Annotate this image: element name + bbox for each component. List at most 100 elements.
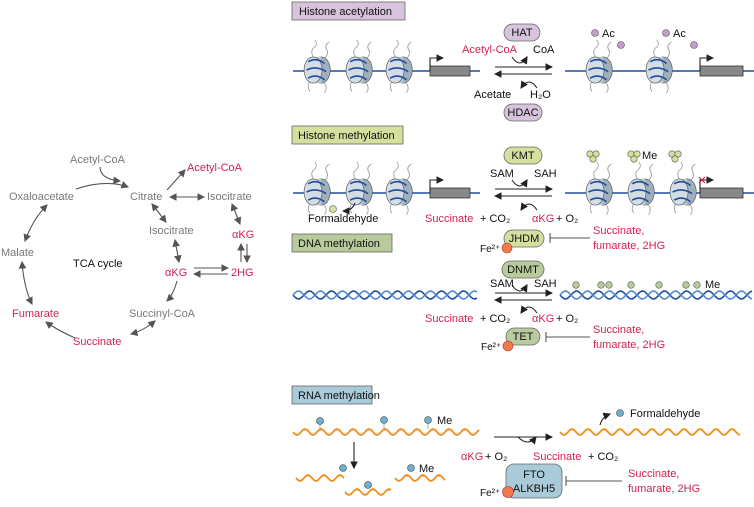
- tca-akg-cyto: αKG: [232, 229, 254, 241]
- tca-malate: Malate: [1, 247, 34, 259]
- methylated-dna-helix: [559, 290, 753, 300]
- formaldehyde-byproduct: Formaldehyde: [630, 408, 700, 420]
- fe2-cofactor: Fe²⁺: [480, 488, 500, 499]
- hdac-label: HDAC: [507, 107, 538, 119]
- histone-methylation-title: Histone methylation: [298, 130, 395, 142]
- rna-methylation-panel: RNA methylation Me Me Formaldehyde αKG +…: [291, 385, 741, 499]
- methylated-nucleosome: [585, 160, 614, 216]
- m6a-marks: [316, 409, 624, 489]
- inhibition-line: [545, 332, 590, 342]
- histone-acetylation-title: Histone acetylation: [299, 6, 392, 18]
- dna-helix: [292, 290, 478, 300]
- co2-product: + CO₂: [480, 213, 510, 225]
- acetyl-coa-substrate: Acetyl-CoA: [462, 44, 518, 56]
- tca-title: TCA cycle: [73, 258, 123, 270]
- me-mark-label: Me: [419, 463, 434, 475]
- acetylated-nucleosome: [585, 38, 614, 94]
- inhibitors-line1: Succinate,: [628, 468, 679, 480]
- tca-arrows: [18, 166, 251, 339]
- o2-substrate: + O₂: [485, 451, 507, 463]
- sam-substrate: SAM: [490, 168, 514, 180]
- succinate-product: Succinate: [425, 313, 473, 325]
- sam-substrate: SAM: [490, 278, 514, 290]
- me-mark-label: Me: [437, 415, 452, 427]
- rna-strand: [292, 428, 480, 436]
- o2-substrate: + O₂: [556, 213, 578, 225]
- tca-2hg: 2HG: [231, 267, 254, 279]
- succinate-product: Succinate: [425, 213, 473, 225]
- methylated-dna-helix: [559, 290, 753, 300]
- h2o-substrate: H₂O: [530, 89, 551, 101]
- tca-oxaloacetate: Oxaloacetate: [9, 191, 74, 203]
- tca-acetyl-coa-out: Acetyl-CoA: [187, 162, 243, 174]
- tca-acetyl-coa-in: Acetyl-CoA: [70, 154, 126, 166]
- akg-substrate: αKG: [532, 213, 554, 225]
- dna-helix: [292, 290, 478, 300]
- co2-product: + CO₂: [588, 451, 618, 463]
- fe2-cofactor: Fe²⁺: [481, 342, 501, 353]
- rna-strand: [559, 428, 741, 436]
- ac-mark-label: Ac: [673, 28, 686, 40]
- nucleosome: [345, 38, 374, 94]
- nucleosome: [385, 160, 414, 216]
- tca-isocitrate-cyto: Isocitrate: [207, 191, 252, 203]
- iron-icon: [502, 340, 514, 352]
- nucleosome: [303, 160, 332, 216]
- inhibition-line: [565, 476, 622, 486]
- co2-product: + CO₂: [480, 313, 510, 325]
- kmt-label: KMT: [511, 150, 535, 162]
- inhibitors-line1: Succinate,: [593, 225, 644, 237]
- tca-succinate: Succinate: [73, 336, 121, 348]
- promoter-arrow: [429, 54, 445, 71]
- inhibitors-line2: fumarate, 2HG: [628, 483, 700, 495]
- nucleosome: [345, 160, 374, 216]
- me-mark-label: Me: [705, 279, 720, 291]
- sah-product: SAH: [534, 168, 557, 180]
- sah-product: SAH: [534, 278, 557, 290]
- tca-cycle: Acetyl-CoA Acetyl-CoA Oxaloacetate Citra…: [1, 154, 254, 348]
- dnmt-label: DNMT: [507, 264, 539, 276]
- o2-substrate: + O₂: [556, 313, 578, 325]
- blocked-transcription-icon: [698, 176, 706, 184]
- dna-methylation-title: DNA methylation: [298, 238, 380, 250]
- formaldehyde-byproduct: Formaldehyde: [308, 213, 378, 225]
- tca-succinyl-coa: Succinyl-CoA: [129, 308, 196, 320]
- gene-box: [429, 65, 471, 77]
- tca-isocitrate: Isocitrate: [149, 225, 194, 237]
- tca-citrate: Citrate: [130, 191, 162, 203]
- rna-fragment: [394, 474, 446, 482]
- tca-fumarate: Fumarate: [12, 308, 59, 320]
- inhibition-line: [549, 233, 590, 243]
- rna-fragment: [295, 474, 345, 482]
- inhibitors-line1: Succinate,: [593, 324, 644, 336]
- jhdm-label: JHDM: [509, 233, 540, 245]
- tet-label: TET: [513, 331, 534, 343]
- dna-methylation-panel: DNA methylation Me DNMT SAM SAH Succinat…: [291, 233, 753, 353]
- coa-product: CoA: [533, 44, 555, 56]
- nucleosome: [385, 38, 414, 94]
- akg-substrate: αKG: [461, 451, 483, 463]
- rna-fragment: [344, 488, 392, 496]
- ac-mark-label: Ac: [602, 28, 615, 40]
- methylated-nucleosome: [669, 160, 698, 216]
- akg-substrate: αKG: [532, 313, 554, 325]
- methyl-marks: [572, 281, 701, 289]
- methylated-nucleosome: [627, 160, 656, 216]
- tca-akg: αKG: [165, 267, 187, 279]
- acetate-product: Acetate: [474, 89, 511, 101]
- hat-label: HAT: [511, 27, 532, 39]
- fe2-cofactor: Fe²⁺: [480, 244, 500, 255]
- me-mark-label: Me: [642, 150, 657, 162]
- iron-icon: [501, 242, 513, 254]
- histone-methylation-panel: Histone methylation Formaldehyde KMT SAM…: [291, 125, 754, 255]
- iron-icon: [502, 486, 514, 498]
- succinate-product: Succinate: [533, 451, 581, 463]
- inhibitors-line2: fumarate, 2HG: [593, 339, 665, 351]
- rna-methylation-title: RNA methylation: [298, 390, 380, 402]
- fto-label: FTO: [523, 469, 545, 481]
- inhibitors-line2: fumarate, 2HG: [593, 240, 665, 252]
- alkbh5-label: ALKBH5: [513, 483, 555, 495]
- acetylated-nucleosome: [645, 38, 674, 94]
